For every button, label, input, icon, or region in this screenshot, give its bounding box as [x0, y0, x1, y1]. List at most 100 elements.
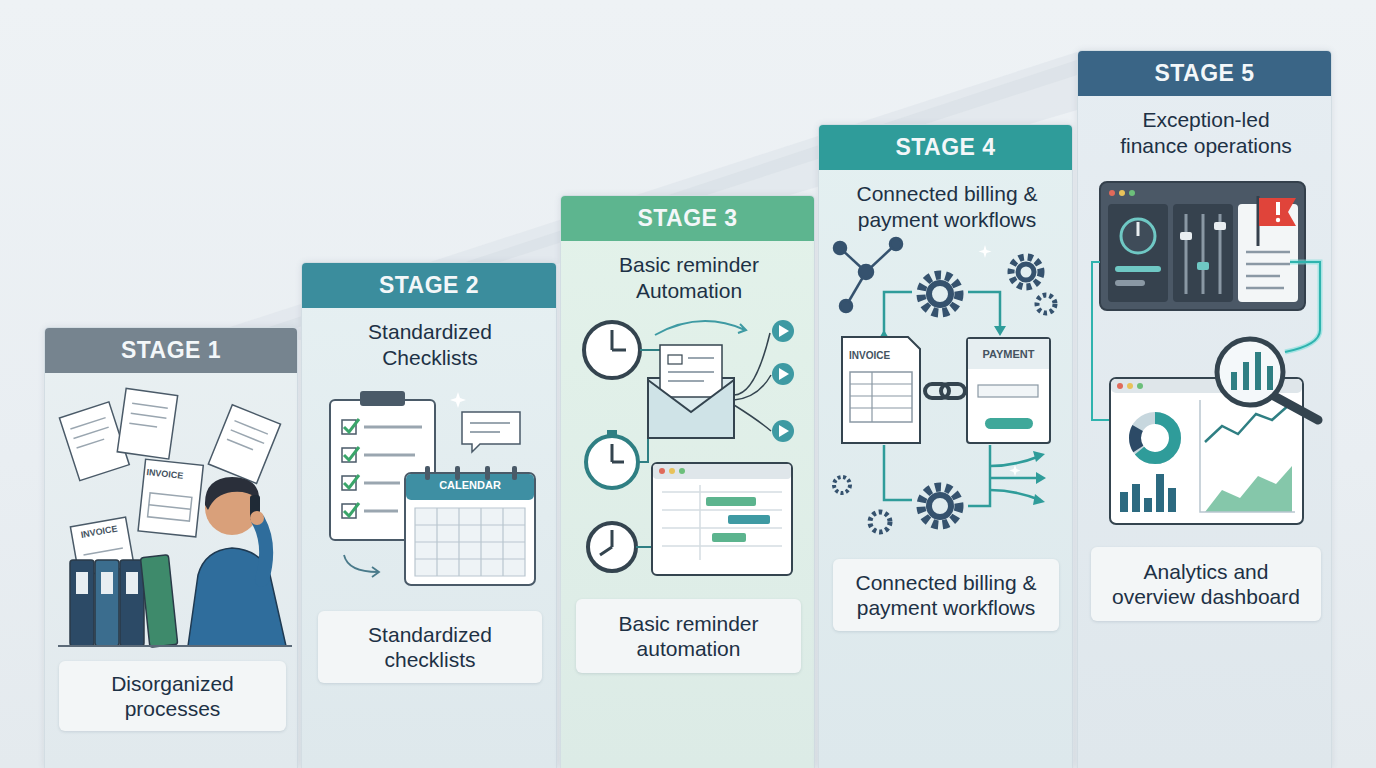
illustration-label: CALENDAR — [406, 479, 534, 491]
paper-line — [83, 548, 122, 555]
calendar-ring — [485, 466, 490, 480]
gear-ring — [1018, 264, 1034, 280]
window-bar — [653, 464, 791, 479]
control-panel — [1173, 204, 1233, 302]
dial — [1121, 219, 1155, 253]
sparkle — [450, 392, 466, 408]
stage-title: Exception-led finance operations — [1106, 107, 1306, 159]
arrow-head — [878, 326, 1006, 340]
illustration-label: PAYMENT — [968, 348, 1049, 360]
window-dot — [669, 468, 675, 474]
donut-base — [1135, 418, 1175, 458]
chain-ring — [941, 384, 965, 398]
bubble — [462, 412, 520, 452]
illustration-label: INVOICE — [146, 467, 184, 481]
checkbox — [342, 504, 356, 518]
checkbox — [342, 420, 356, 434]
gear-teeth — [834, 477, 850, 493]
check-mark — [344, 503, 359, 516]
lens-bars — [1234, 352, 1270, 390]
checkbox — [342, 476, 356, 490]
paper-line — [70, 418, 105, 429]
window-dot — [1127, 383, 1133, 389]
flag-pole — [1257, 196, 1260, 246]
window-frame — [1100, 182, 1305, 310]
caption-text: Analytics and overview dashboard — [1104, 559, 1309, 609]
paper-line — [132, 403, 168, 408]
paper-sheet — [208, 405, 280, 484]
calendar-grid — [415, 508, 525, 576]
check-mark — [344, 419, 359, 432]
doc-table-lines — [850, 372, 912, 422]
flow-arrows — [884, 292, 1000, 506]
network-node — [890, 238, 902, 250]
control-panel — [1108, 204, 1168, 302]
binders — [70, 555, 178, 647]
paper — [208, 405, 280, 484]
speech-bubble — [462, 412, 520, 452]
network-link — [866, 244, 896, 272]
envelope-flap — [648, 380, 734, 438]
binder-label — [76, 572, 88, 594]
stage-header: STAGE 3 — [561, 196, 814, 241]
paper-sheet — [138, 459, 203, 537]
out-arrow-heads — [1033, 451, 1046, 505]
paper-sheet — [70, 517, 134, 576]
paper — [59, 402, 129, 481]
checkbox — [342, 448, 356, 462]
gantt-grid — [662, 485, 782, 560]
gear-teeth — [1037, 295, 1055, 313]
binder-label — [101, 572, 113, 594]
network-node — [834, 242, 846, 254]
stage-title: Basic reminder Automation — [589, 252, 789, 304]
send-arrow — [779, 325, 789, 337]
line-chart — [1205, 404, 1290, 442]
network-node — [840, 300, 852, 312]
clipboard-board — [330, 400, 435, 540]
list-line — [364, 454, 415, 457]
bar-chart — [1124, 474, 1172, 512]
clock-knob — [607, 430, 617, 436]
binder — [140, 555, 177, 647]
illustration-label: INVOICE — [80, 524, 118, 540]
connector-lines — [636, 350, 660, 547]
small-arrow — [344, 555, 379, 577]
window-dot — [1137, 383, 1143, 389]
area-chart — [1205, 466, 1292, 512]
calendar-ring — [455, 466, 460, 480]
dial-pointer — [1137, 222, 1140, 236]
paper-table — [148, 493, 192, 521]
stage-panel: STAGE 4Connected billing & payment workf… — [818, 124, 1073, 768]
calendar-ring — [512, 466, 517, 480]
paper-line — [231, 430, 264, 443]
gear-teeth — [921, 275, 959, 313]
letter-icon — [668, 355, 682, 364]
clock — [588, 523, 636, 571]
check-mark — [344, 475, 359, 488]
doc-sheet — [842, 337, 920, 443]
send-arrow — [779, 368, 789, 380]
person-arm — [258, 520, 266, 580]
send-arrow — [779, 425, 789, 437]
red-flag — [1259, 198, 1296, 226]
person-head — [205, 481, 259, 535]
bubble-line — [470, 422, 510, 424]
phone — [250, 495, 260, 521]
glow-line — [1285, 262, 1320, 352]
list-line — [364, 426, 422, 429]
calendar-body — [405, 473, 535, 585]
bubble-line — [470, 431, 500, 433]
gear-teeth — [1011, 257, 1041, 287]
window-frame — [1110, 378, 1303, 524]
caption-text: Standardized checklists — [335, 622, 525, 672]
alert-lines — [1246, 252, 1290, 288]
gears — [834, 257, 1055, 532]
chain-ring — [925, 384, 949, 398]
binder — [70, 560, 94, 646]
network-icon — [834, 238, 902, 312]
window-frame — [652, 463, 792, 575]
stage-title: Standardized Checklists — [330, 319, 530, 371]
window-bar — [1111, 379, 1302, 393]
